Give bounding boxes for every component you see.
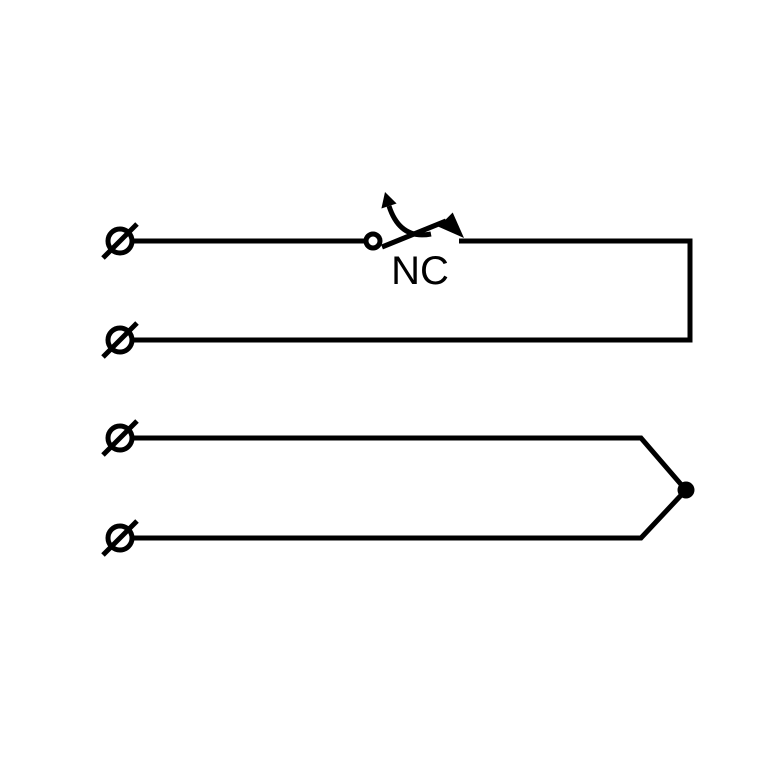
terminal-icon-3 <box>103 421 137 455</box>
wire-terminal4-to-junction <box>132 489 687 541</box>
solid-shapes: NC <box>381 192 695 499</box>
switch-arm-arrowhead-icon <box>438 212 464 238</box>
wire-switch-return-loop <box>132 238 693 343</box>
actuation-arrow-curve <box>386 205 432 238</box>
line-art <box>103 205 693 555</box>
common-junction-circuit <box>103 421 687 555</box>
terminal-icon-2 <box>103 323 137 357</box>
terminal-icon-4 <box>103 521 137 555</box>
switch-label: NC <box>391 249 449 293</box>
terminal-icon-1 <box>103 224 137 258</box>
switch-contact-circle <box>363 231 383 251</box>
junction-dot <box>677 481 695 499</box>
actuation-arrowhead-icon <box>381 192 397 209</box>
nc-contact-circuit <box>103 205 693 357</box>
wire-terminal3-to-junction <box>132 435 687 491</box>
